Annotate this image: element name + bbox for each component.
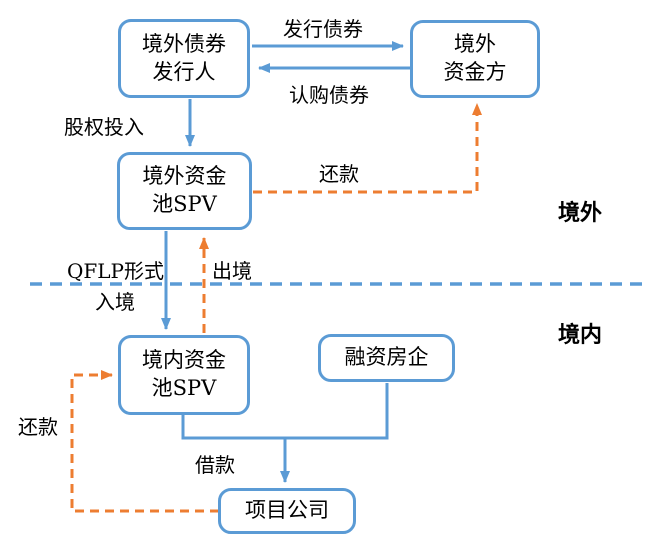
node-label-line: 境外 [454,32,496,57]
node-label-line: 池SPV [152,192,217,216]
node-project-company: 项目公司 [218,488,356,534]
node-label-line: 境外资金 [142,164,227,189]
node-offshore-bond-issuer: 境外债券 发行人 [118,19,250,98]
node-label-line: 发行人 [152,59,216,84]
edge-label-subscribe-bonds: 认购债券 [289,83,369,107]
node-offshore-funder: 境外 资金方 [410,20,540,98]
region-label-offshore: 境外 [558,201,603,226]
offshore-repayment-arrow [253,103,482,194]
edge-label-exit-border: 出境 [212,259,252,283]
node-label-line: 融资房企 [344,345,429,370]
region-label-onshore: 境内 [558,323,603,348]
edge-label-qflp-entry-line1: QFLP形式 [67,259,165,283]
node-label-line: 资金方 [443,60,507,84]
node-label-line: 境内资金 [142,348,226,373]
edge-label-loan: 借款 [195,453,235,477]
node-onshore-pool-spv: 境内资金 池SPV [118,335,250,415]
node-label-line: 境外债券 [142,31,226,56]
onshore-repayment-arrow [70,370,219,513]
edge-label-issue-bonds: 发行债券 [283,17,363,41]
node-offshore-pool-spv: 境外资金 池SPV [117,152,252,230]
edge-label-equity-injection: 股权投入 [64,115,144,139]
node-label-line: 项目公司 [245,498,329,523]
node-financing-developer: 融资房企 [318,334,455,382]
edge-label-qflp-entry-line2: 入境 [95,290,135,314]
edge-label-repayment-onshore: 还款 [18,415,58,439]
edge-label-repayment-offshore: 还款 [319,162,359,186]
node-label-line: 池SPV [151,376,217,400]
